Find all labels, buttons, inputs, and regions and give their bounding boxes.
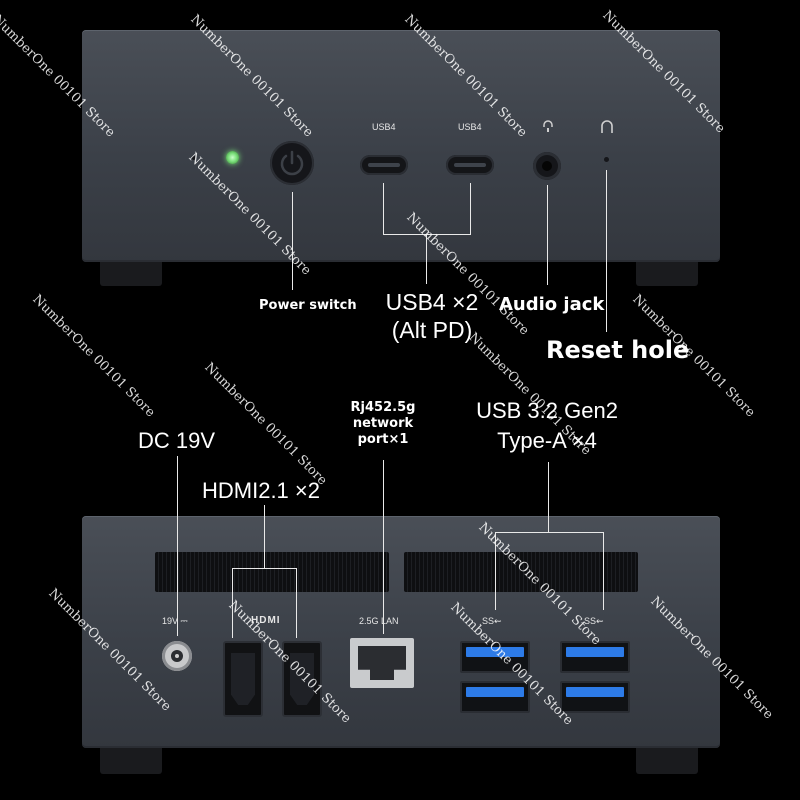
usb-a-port-4 [560,681,630,713]
usb-callout-label: USB 3.2 Gen2 Type-A ×4 [452,396,642,456]
hdmi-callout-line [264,505,265,568]
hdmi-right-line [296,568,297,638]
mini-pc-front [82,30,720,262]
rear-right-foot [636,748,698,774]
usb4-callout-label: USB4 ×2 (Alt PD) [370,288,494,344]
usb4-right-line [470,183,471,235]
vent-right [404,552,638,592]
usb4-bracket [383,234,471,235]
watermark: NumberOne 00101 Store [29,292,158,421]
usb-a-port-3 [560,641,630,673]
usb4-callout-line [426,234,427,284]
reset-hole [604,157,609,162]
rj45-callout-label: Rj452.5g network port×1 [328,400,438,448]
watermark: NumberOne 00101 Store [201,360,330,489]
front-right-foot [636,262,698,286]
lan-port-label: 2.5G LAN [359,616,399,626]
power-switch-label: Power switch [259,298,357,313]
reset-hole-label: Reset hole [546,336,690,364]
usb4-right-label: USB4 [458,122,482,132]
headset-icon [543,120,553,132]
rj45-callout-line3: port×1 [357,432,409,447]
usb-callout-line1: USB 3.2 Gen2 [476,398,618,423]
dc-jack [162,641,192,671]
hdmi-callout-label: HDMI2.1 ×2 [202,478,320,503]
hdmi-bracket [232,568,296,569]
usb-left-line [495,532,496,610]
lan-callout-line [383,460,384,634]
usb-bracket [495,532,603,533]
usb4-port-right [446,155,494,175]
power-led [226,151,239,164]
usb-a-port-1 [460,641,530,673]
usb-callout-line2: Type-A ×4 [497,428,597,453]
reset-callout-line [606,170,607,332]
hdmi-left-line [232,568,233,638]
power-button[interactable] [270,141,314,185]
dc-19v-label: DC 19V [138,428,216,453]
usb4-callout-line1: USB4 ×2 [385,289,479,315]
vent-left [155,552,389,592]
rj45-callout-line1: Rj452.5g [350,400,416,415]
audio-callout-line [547,185,548,285]
usb4-port-left [360,155,408,175]
hdmi-port-1 [223,641,263,717]
rear-left-foot [100,748,162,774]
reset-icon [601,120,613,133]
rj45-callout-line2: network [352,416,414,431]
rj45-lan-port [350,638,414,688]
usb-a-port-2 [460,681,530,713]
dc-port-label: 19V ⎓ [162,616,188,626]
hdmi-port-2 [282,641,322,717]
power-icon [280,150,304,176]
front-left-foot [100,262,162,286]
usb4-left-line [383,183,384,235]
dc-callout-line [177,456,178,636]
audio-jack-port [533,152,561,180]
usb-callout-line [548,462,549,532]
usb-right-line [603,532,604,610]
hdmi-logo-label: HDMI [251,615,281,626]
mic-dot [192,156,196,160]
audio-jack-label: Audio jack [499,294,605,315]
usb-right-ss-label: SS⇜ [584,616,604,626]
usb4-left-label: USB4 [372,122,396,132]
usb-left-ss-label: SS⇜ [482,616,502,626]
usb4-callout-line2: (Alt PD) [391,317,473,343]
power-callout-line [292,192,293,290]
